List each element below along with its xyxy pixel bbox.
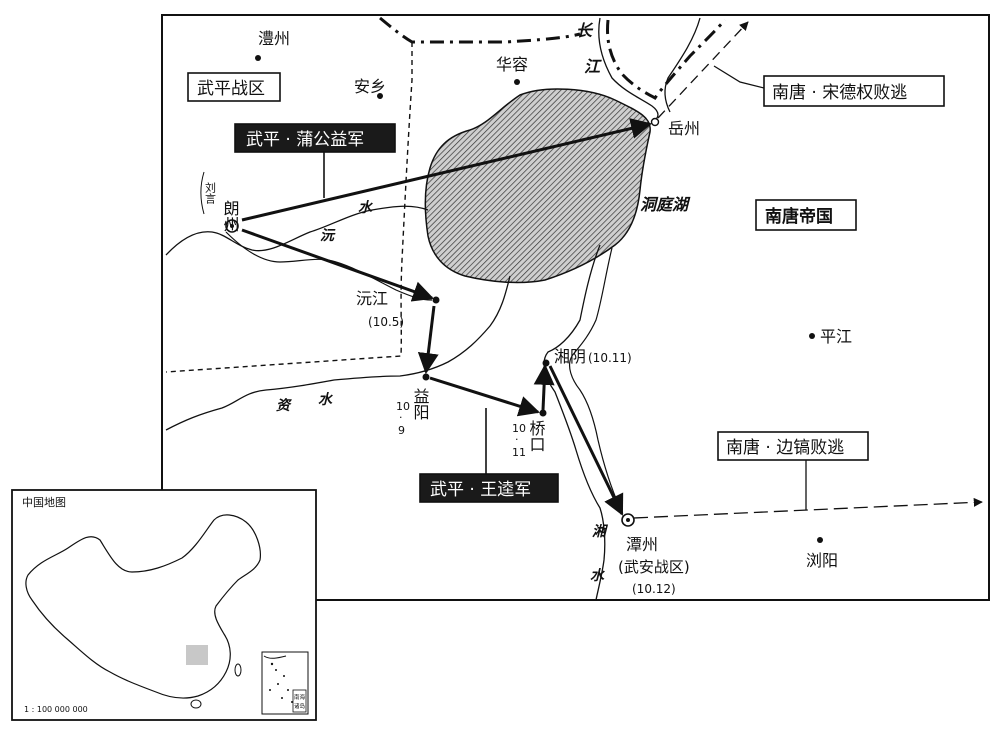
south-sea-islands (269, 662, 293, 703)
label-yuan-shui-a: 沅 (320, 227, 336, 244)
inset-highlight-region (186, 645, 208, 665)
callout-nantang-song-label: 南唐 · 宋德权败逃 (772, 82, 907, 103)
label-xiangyin: 湘阴 (554, 347, 586, 366)
tanzhou-marker (621, 513, 635, 527)
label-yiyang-date-b: 9 (398, 424, 405, 437)
callout-wuping-wang: 武平 · 王逵军 (419, 408, 559, 503)
label-xiangyin-date: (10.11) (588, 351, 632, 365)
nantang-empire-label: 南唐帝国 (765, 206, 833, 227)
langzhou-note-bracket (200, 171, 205, 215)
yuezhou-dot (650, 117, 660, 127)
callout-wuping-pu: 武平 · 蒲公益军 (234, 123, 396, 198)
arrow-langzhou-to-yuezhou (241, 118, 653, 222)
langzhou-marker (225, 219, 239, 233)
hainan-island (190, 699, 202, 709)
label-qiaokou-date-a: 10 (512, 422, 526, 435)
label-zi-shui-a: 资 (276, 397, 293, 414)
nantang-empire-box: 南唐帝国 (755, 199, 857, 231)
callout-nantang-bian: 南唐 · 边镐败逃 (717, 431, 869, 510)
pingjiang-dot (809, 333, 815, 339)
xiang-river-west (543, 244, 606, 601)
liuyang-dot (817, 537, 823, 543)
label-zi-shui-b: 水 (318, 391, 333, 408)
south-sea-label-b: 诸岛 (294, 702, 306, 710)
arrow-yiyang-to-qiaokou (429, 376, 541, 417)
yangtze-river-bank-east (664, 17, 701, 113)
arrow-langzhou-to-yuanjiang (241, 228, 434, 302)
label-yuan-shui-b: 水 (358, 199, 373, 216)
south-sea-label-a: 南海 (294, 693, 306, 701)
callout-wuping-wang-label: 武平 · 王逵军 (430, 480, 531, 500)
label-huarong: 华容 (496, 55, 528, 74)
callout-nantang-bian-label: 南唐 · 边镐败逃 (726, 437, 844, 458)
label-changjiang-b: 江 (584, 57, 602, 76)
yangtze-river-bank-west (598, 17, 659, 123)
label-langzhou-note: 刘言 (204, 182, 217, 205)
south-sea-coast (263, 655, 287, 659)
lizhou-dot (255, 55, 261, 61)
label-yiyang: 益阳 (411, 388, 430, 420)
callout-wuping-pu-label: 武平 · 蒲公益军 (246, 130, 364, 150)
arrow-xiangyin-to-tanzhou (548, 365, 624, 516)
retreat-song-line (657, 21, 749, 119)
label-yiyang-date-a: 10 (396, 400, 410, 413)
callout-nantang-song: 南唐 · 宋德权败逃 (713, 65, 945, 107)
label-yiyang-date-sep: · (399, 411, 403, 424)
yuanjiang-dot (432, 296, 440, 304)
wuping-zone-label: 武平战区 (197, 79, 265, 99)
qiaokou-dot (539, 409, 547, 417)
label-qiaokou: 桥口 (527, 420, 546, 452)
wuping-zone-boundary (165, 42, 413, 373)
wuping-zone-box: 武平战区 (187, 72, 281, 102)
label-yuanjiang: 沅江 (356, 289, 388, 308)
label-liuyang: 浏阳 (806, 551, 838, 570)
label-qiaokou-date-sep: · (515, 433, 519, 446)
yiyang-dot (422, 373, 430, 381)
label-dongtinghu: 洞庭湖 (640, 195, 691, 214)
label-anxiang: 安乡 (354, 77, 386, 96)
label-tanzhou-date: (10.12) (632, 582, 676, 596)
label-yuanjiang-date: (10.5) (368, 315, 404, 329)
label-langzhou: 朗州 (221, 200, 240, 232)
arrow-qiaokou-to-xiangyin (533, 363, 555, 411)
label-xiang-shui-b: 水 (590, 567, 605, 584)
anxiang-dot (377, 93, 383, 99)
arrow-yuanjiang-to-yiyang (417, 305, 439, 375)
south-sea-label-box (292, 689, 307, 713)
yuan-river-south (225, 231, 433, 301)
inset-map-title: 中国地图 (22, 496, 66, 509)
xiang-river-east (568, 247, 621, 509)
taiwan-island (234, 663, 242, 677)
label-tanzhou: 潭州 (626, 535, 658, 554)
label-xiang-shui-a: 湘 (592, 523, 609, 540)
inset-map-scale: 1 : 100 000 000 (24, 705, 88, 714)
label-changjiang-a: 长 (576, 21, 594, 40)
label-lizhou: 澧州 (258, 29, 290, 48)
label-tanzhou-sub: (武安战区) (618, 558, 690, 576)
label-qiaokou-date-b: 11 (512, 446, 526, 459)
xiangyin-dot (542, 359, 550, 367)
label-yuezhou: 岳州 (668, 119, 700, 138)
retreat-bian-line (633, 497, 983, 519)
label-pingjiang: 平江 (820, 327, 852, 346)
huarong-dot (514, 79, 520, 85)
zi-river (165, 275, 511, 431)
boundary-dashdot-river (606, 18, 727, 100)
